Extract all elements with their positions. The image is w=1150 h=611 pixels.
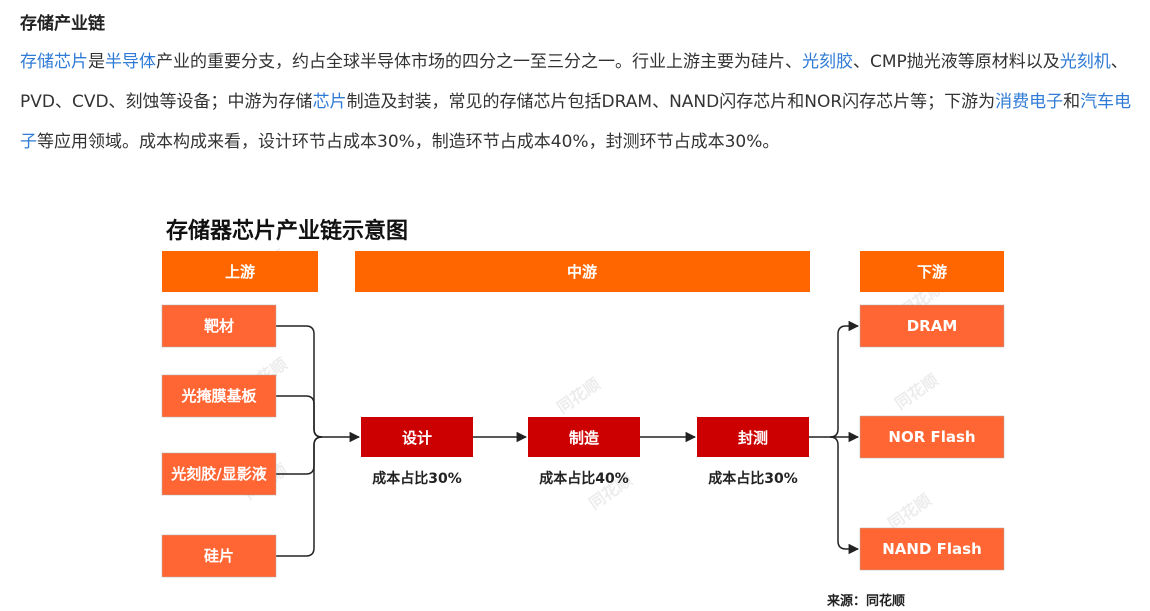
paragraph-text: 等应用领域。成本构成来看，设计环节占成本30%，制造环节占成本40%，封测环节占… — [37, 132, 780, 152]
paragraph-link[interactable]: 光刻机 — [1059, 52, 1111, 72]
arrow — [829, 436, 860, 555]
downstream-box — [859, 415, 1005, 459]
upstream-label: 硅片 — [204, 547, 234, 565]
upstream-label: 靶材 — [204, 317, 234, 335]
paragraph-text: 、CMP抛光液等原材料以及 — [853, 52, 1060, 72]
cost-share-label: 成本占比30% — [708, 470, 798, 487]
upstream-label: 光刻胶/显影液 — [170, 465, 267, 483]
downstream-label: DRAM — [907, 317, 958, 335]
header-downstream-box — [860, 251, 1004, 292]
paragraph-text: 和 — [1063, 92, 1081, 112]
paragraph-text: 产业的重要分支，约占全球半导体市场的四分之一至三分之一。行业上游主要为硅片、 — [156, 52, 802, 72]
mid-step-label: 封测 — [738, 429, 768, 447]
downstream-box — [859, 527, 1005, 571]
arrow — [829, 320, 860, 438]
source-note: 来源：同花顺 — [826, 593, 905, 609]
header-upstream-box — [162, 251, 318, 292]
paragraph-link[interactable]: 芯片 — [312, 92, 347, 112]
paragraph-link[interactable]: 汽车电子 — [20, 92, 1132, 152]
header-downstream-label: 下游 — [917, 263, 947, 281]
cost-share-label: 成本占比40% — [539, 470, 629, 487]
cost-share-label: 成本占比30% — [372, 470, 462, 487]
connector-line — [276, 436, 323, 557]
paragraph-link[interactable]: 消费电子 — [995, 92, 1064, 112]
header-upstream-label: 上游 — [225, 263, 255, 281]
connector-line — [276, 325, 323, 438]
paragraph-link[interactable]: 光刻胶 — [802, 52, 853, 72]
watermark: 同花顺 — [884, 490, 934, 533]
mid-step-label: 制造 — [569, 429, 599, 447]
header-midstream-label: 中游 — [567, 263, 597, 281]
watermark: 同花顺 — [553, 374, 603, 417]
paragraph-link[interactable]: 存储芯片 — [20, 52, 88, 72]
downstream-box — [859, 304, 1005, 348]
upstream-box — [161, 534, 277, 578]
upstream-box — [161, 304, 277, 348]
paragraph-text: 是 — [88, 52, 105, 72]
upstream-box — [161, 452, 277, 496]
downstream-label: NOR Flash — [888, 428, 975, 446]
paragraph-text: 、PVD、CVD、刻蚀等设备；中游为存储 — [20, 52, 1128, 112]
mid-step-label: 设计 — [402, 429, 432, 447]
connector-line — [276, 395, 323, 438]
diagram-title: 存储器芯片产业链示意图 — [166, 218, 408, 244]
paragraph-text: 制造及封装，常见的存储芯片包括DRAM、NAND闪存芯片和NOR闪存芯片等；下游… — [346, 92, 996, 112]
mid-step-box — [697, 417, 809, 457]
downstream-label: NAND Flash — [882, 540, 982, 558]
mid-step-box — [528, 417, 640, 457]
upstream-box — [161, 374, 277, 418]
paragraph-link[interactable]: 半导体 — [105, 52, 156, 72]
upstream-label: 光掩膜基板 — [180, 387, 257, 405]
header-midstream-box — [355, 251, 810, 292]
mid-step-box — [361, 417, 473, 457]
watermark: 同花顺 — [891, 370, 941, 413]
article-heading: 存储产业链 — [20, 14, 105, 34]
article-paragraph: 存储芯片是半导体产业的重要分支，约占全球半导体市场的四分之一至三分之一。行业上游… — [20, 42, 1135, 162]
